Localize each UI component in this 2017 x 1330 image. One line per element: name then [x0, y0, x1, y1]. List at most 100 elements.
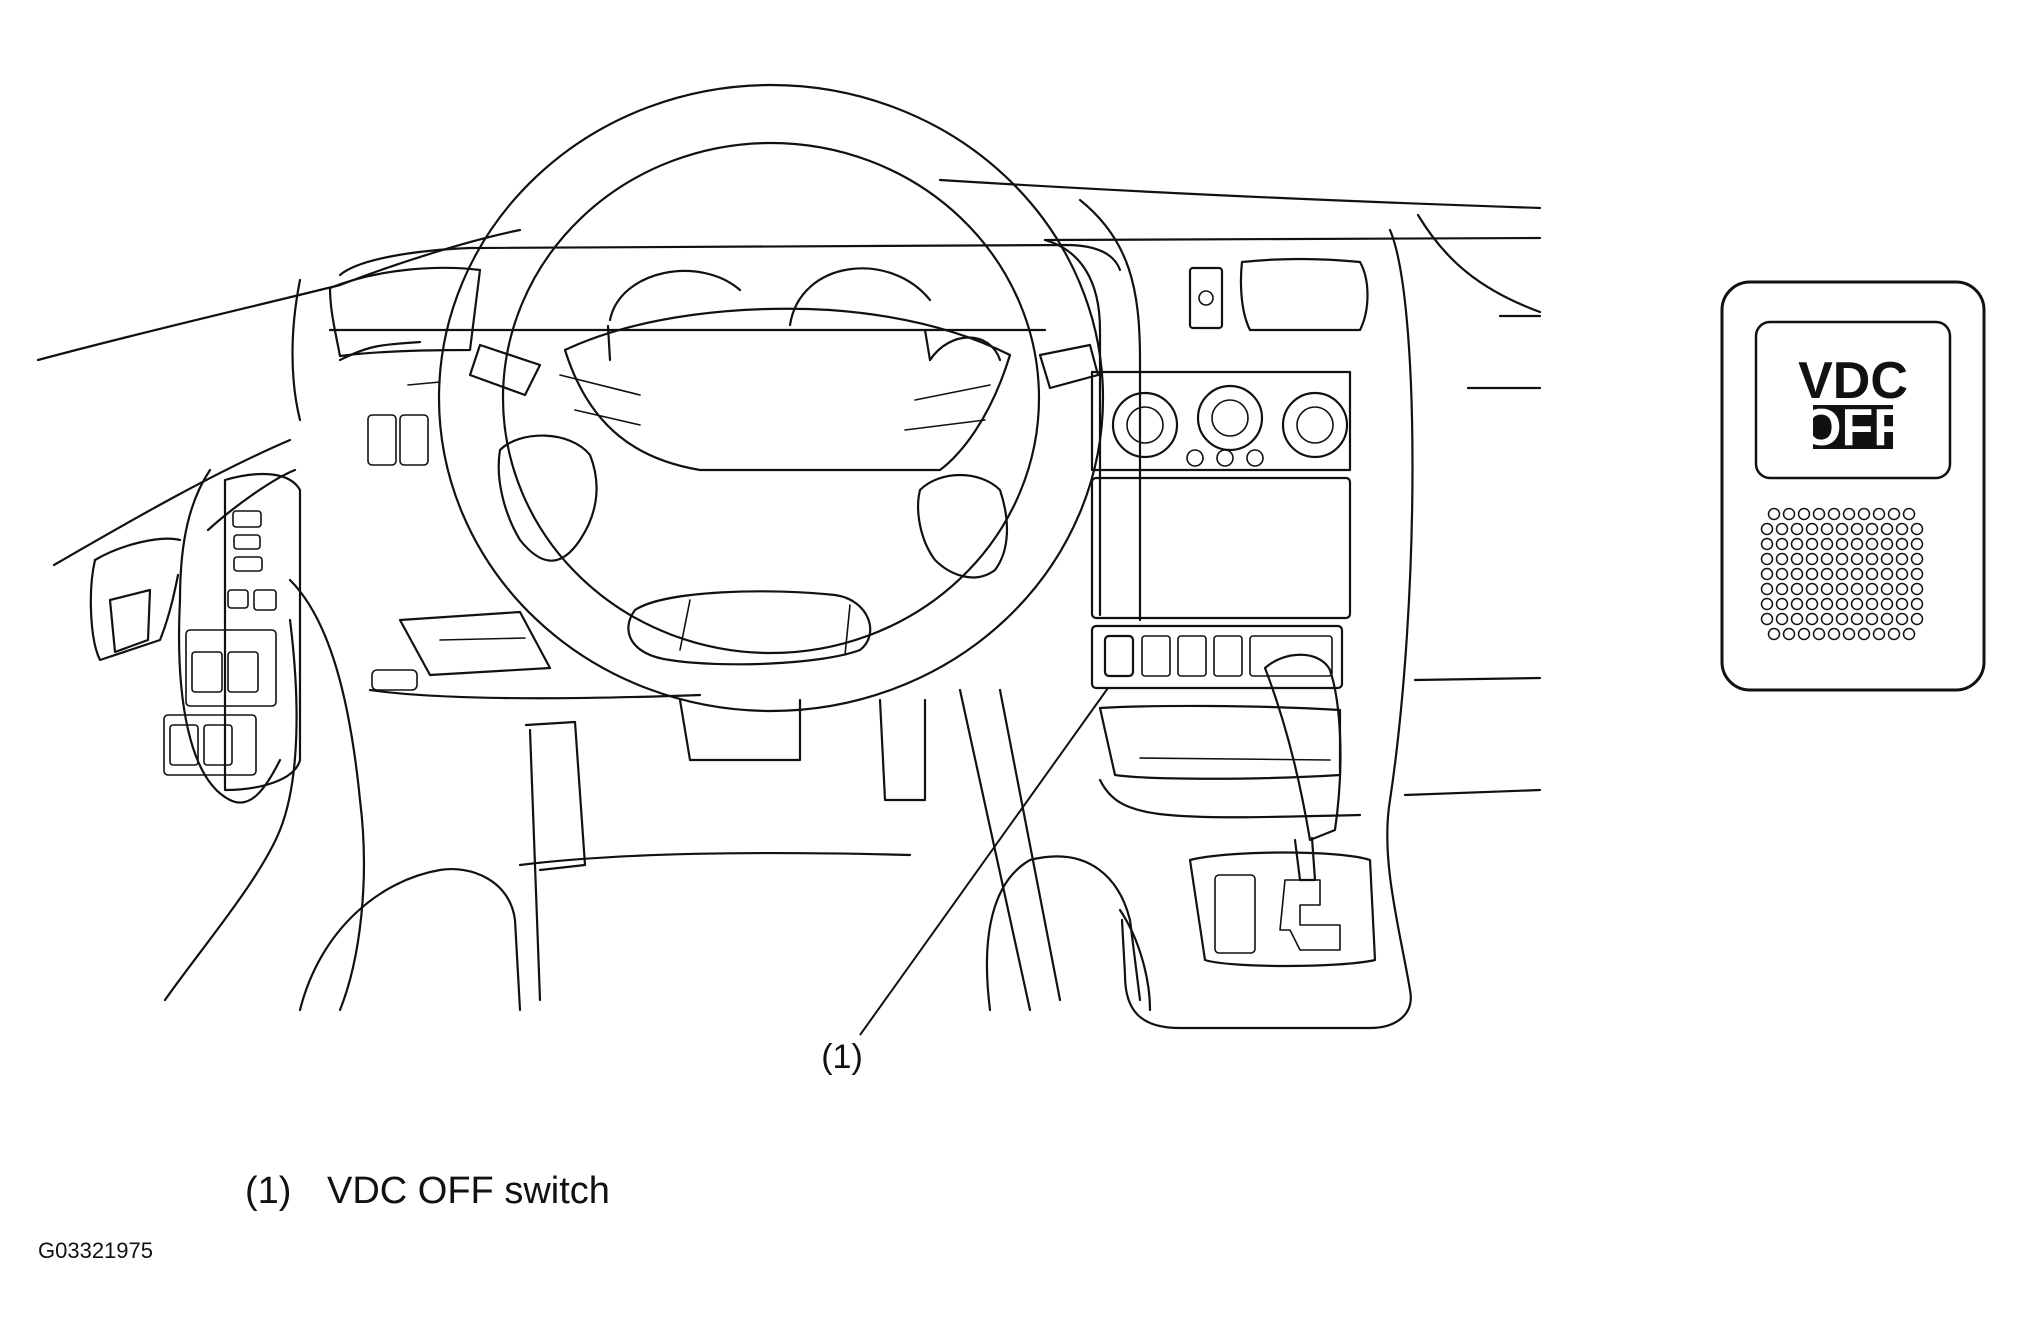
- grille-dot: [1850, 537, 1864, 551]
- grille-dot: [1790, 567, 1804, 581]
- grille-dot: [1827, 627, 1841, 641]
- grille-dot: [1820, 552, 1834, 566]
- grille-dot: [1880, 522, 1894, 536]
- grille-dot: [1790, 522, 1804, 536]
- grille-dot: [1805, 552, 1819, 566]
- grille-dot: [1820, 537, 1834, 551]
- grille-dot: [1767, 627, 1781, 641]
- grille-dot: [1797, 627, 1811, 641]
- grille-dot: [1820, 567, 1834, 581]
- speaker-grille-dots: [1760, 507, 1924, 641]
- grille-dot: [1805, 597, 1819, 611]
- grille-dot: [1895, 567, 1909, 581]
- grille-dot: [1790, 582, 1804, 596]
- grille-dot: [1775, 597, 1789, 611]
- grille-dot: [1850, 597, 1864, 611]
- grille-dot: [1850, 522, 1864, 536]
- grille-dot: [1910, 567, 1924, 581]
- grille-dot: [1842, 507, 1856, 521]
- instrument-cluster: [606, 267, 1002, 362]
- grille-dot: [1895, 552, 1909, 566]
- legend-text: VDC OFF switch: [327, 1170, 610, 1212]
- center-console: [1090, 257, 1369, 819]
- grille-dot: [1775, 567, 1789, 581]
- grille-dot: [1805, 612, 1819, 626]
- grille-dot: [1790, 552, 1804, 566]
- grille-dot: [1760, 522, 1774, 536]
- callout-number: (1): [821, 1038, 863, 1076]
- grille-dot: [1760, 597, 1774, 611]
- grille-dot: [1880, 552, 1894, 566]
- figure-id: G03321975: [38, 1238, 153, 1263]
- grille-dot: [1880, 537, 1894, 551]
- grille-dot: [1865, 552, 1879, 566]
- grille-dot: [1850, 567, 1864, 581]
- grille-dot: [1865, 567, 1879, 581]
- grille-dot: [1790, 597, 1804, 611]
- grille-dot: [1820, 582, 1834, 596]
- off-label-background: [1813, 405, 1893, 449]
- grille-dot: [1880, 612, 1894, 626]
- grille-dot: [1835, 597, 1849, 611]
- grille-dot: [1872, 507, 1886, 521]
- grille-dot: [1760, 582, 1774, 596]
- callout-leader-line: [859, 687, 1109, 1036]
- grille-dot: [1835, 522, 1849, 536]
- grille-dot: [1850, 582, 1864, 596]
- grille-dot: [1820, 612, 1834, 626]
- grille-dot: [1835, 582, 1849, 596]
- grille-dot: [1910, 597, 1924, 611]
- grille-dot: [1872, 627, 1886, 641]
- grille-dot: [1805, 582, 1819, 596]
- grille-dot: [1790, 537, 1804, 551]
- grille-dot: [1865, 597, 1879, 611]
- grille-dot: [1887, 627, 1901, 641]
- vdc-label: VDC: [1798, 352, 1908, 410]
- grille-dot: [1842, 627, 1856, 641]
- grille-dot: [1827, 507, 1841, 521]
- dashboard-outline: [36, 178, 1542, 1030]
- grille-dot: [1782, 507, 1796, 521]
- grille-dot: [1902, 627, 1916, 641]
- grille-dot: [1895, 522, 1909, 536]
- grille-dot: [1887, 507, 1901, 521]
- grille-dot: [1835, 537, 1849, 551]
- grille-dot: [1775, 612, 1789, 626]
- grille-dot: [1767, 507, 1781, 521]
- grille-dot: [1880, 567, 1894, 581]
- grille-dot: [1902, 507, 1916, 521]
- grille-dot: [1760, 567, 1774, 581]
- grille-dot: [1865, 537, 1879, 551]
- grille-dot: [1835, 552, 1849, 566]
- legend-number: (1): [245, 1170, 292, 1212]
- grille-dot: [1857, 627, 1871, 641]
- grille-dot: [1775, 522, 1789, 536]
- grille-dot: [1910, 612, 1924, 626]
- shift-lever: [1188, 653, 1377, 968]
- off-label: OFF: [1801, 399, 1905, 457]
- vdc-off-switch-detail: VDC OFF: [1720, 280, 1986, 692]
- grille-dot: [1820, 522, 1834, 536]
- grille-dot: [1835, 567, 1849, 581]
- grille-dot: [1850, 612, 1864, 626]
- grille-dot: [1880, 597, 1894, 611]
- grille-dot: [1865, 522, 1879, 536]
- grille-dot: [1880, 582, 1894, 596]
- grille-dot: [1760, 537, 1774, 551]
- grille-dot: [1895, 597, 1909, 611]
- grille-dot: [1760, 552, 1774, 566]
- grille-dot: [1805, 522, 1819, 536]
- grille-dot: [1805, 537, 1819, 551]
- grille-dot: [1760, 612, 1774, 626]
- grille-dot: [1895, 582, 1909, 596]
- grille-dot: [1895, 612, 1909, 626]
- grille-dot: [1812, 627, 1826, 641]
- grille-dot: [1812, 507, 1826, 521]
- steering-wheel: [437, 83, 1105, 713]
- grille-dot: [1857, 507, 1871, 521]
- grille-dot: [1797, 507, 1811, 521]
- grille-dot: [1782, 627, 1796, 641]
- grille-dot: [1835, 612, 1849, 626]
- grille-dot: [1805, 567, 1819, 581]
